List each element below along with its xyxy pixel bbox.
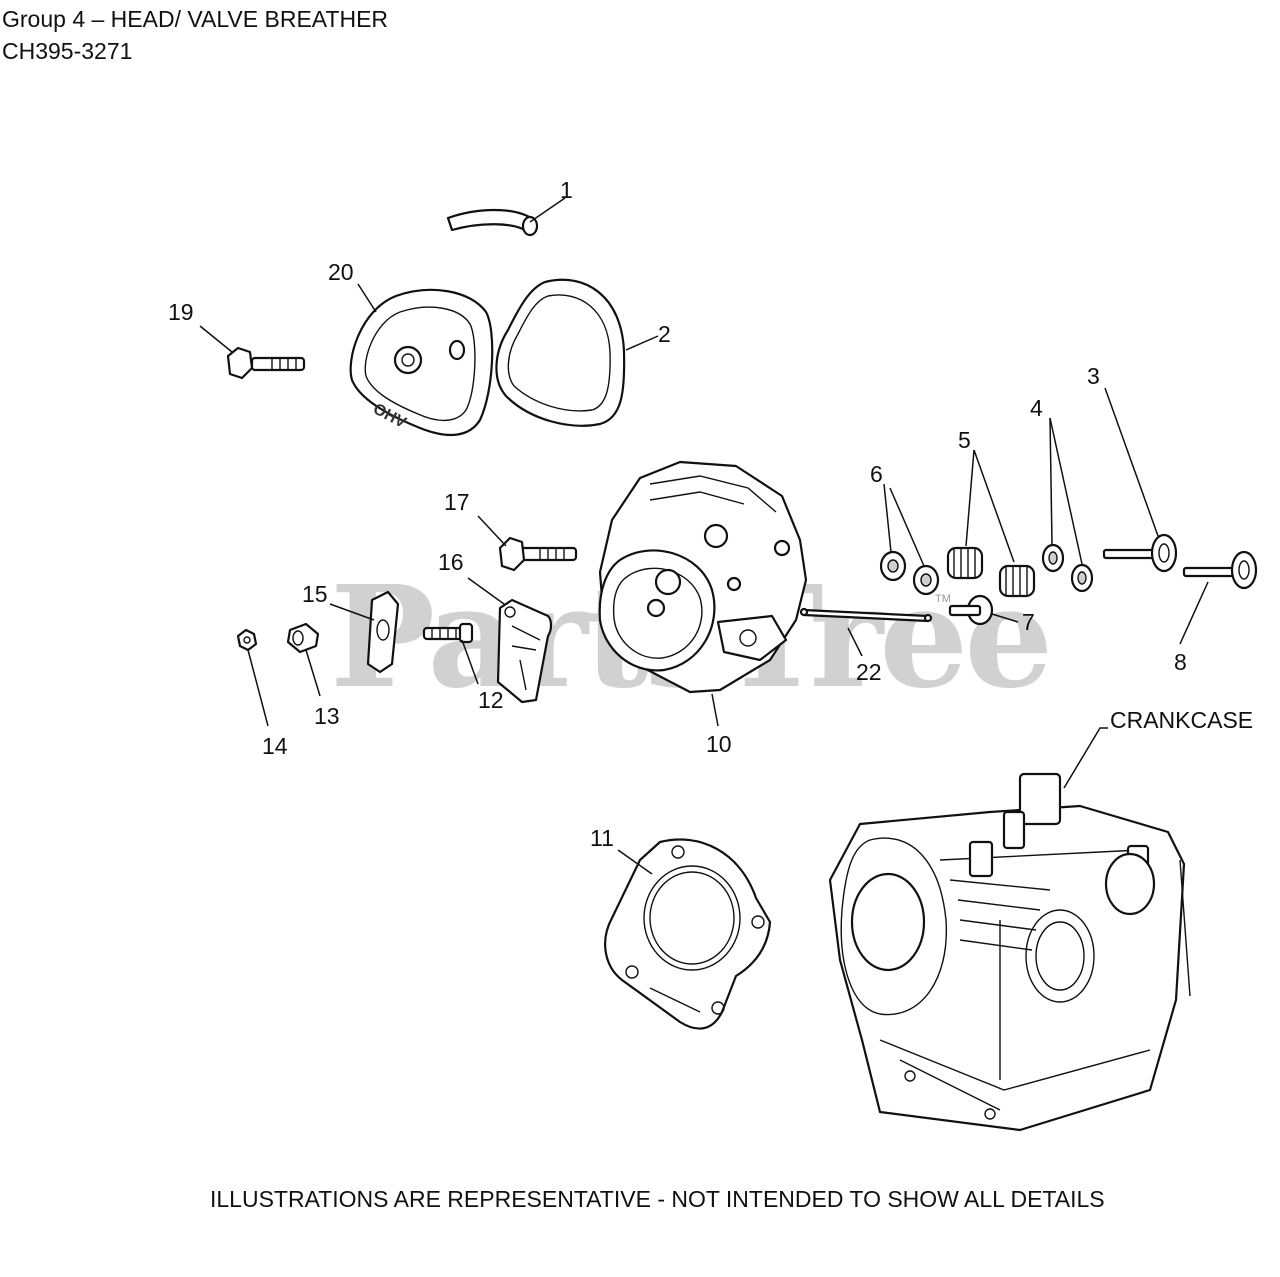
callout-5: 5 xyxy=(958,427,971,453)
disclaimer-footer: ILLUSTRATIONS ARE REPRESENTATIVE - NOT I… xyxy=(210,1186,1105,1212)
part-13-adjuster-nut[interactable] xyxy=(286,622,320,654)
callout-6: 6 xyxy=(870,461,883,487)
callout-11: 11 xyxy=(590,825,614,851)
diagram-title: Group 4 – HEAD/ VALVE BREATHER xyxy=(2,6,389,32)
callout-10: 10 xyxy=(706,731,732,757)
callout-crankcase: CRANKCASE xyxy=(1110,707,1253,733)
part-17-head-bolt[interactable] xyxy=(498,536,578,572)
callout-16: 16 xyxy=(438,549,464,575)
part-8-exhaust-valve[interactable] xyxy=(1182,550,1258,590)
part-15-rocker-arm[interactable] xyxy=(366,590,400,674)
callout-15: 15 xyxy=(302,581,328,607)
part-7-valve-cap[interactable] xyxy=(948,594,994,626)
callout-12: 12 xyxy=(478,687,504,713)
callout-2: 2 xyxy=(658,321,671,347)
part-12-rocker-stud[interactable] xyxy=(422,622,474,644)
callout-20: 20 xyxy=(328,259,354,285)
crankcase[interactable] xyxy=(828,772,1191,1132)
part-4-valve-keepers[interactable] xyxy=(1041,543,1094,593)
callout-8: 8 xyxy=(1174,649,1187,675)
part-19-cover-bolt[interactable] xyxy=(226,346,306,380)
callout-22: 22 xyxy=(856,659,882,685)
callout-19: 19 xyxy=(168,299,194,325)
part-1-breather-hose[interactable] xyxy=(446,208,539,237)
watermark-trademark: TM xyxy=(935,593,951,605)
model-number: CH395-3271 xyxy=(2,38,133,64)
callout-7: 7 xyxy=(1022,609,1035,635)
part-6-spring-retainers[interactable] xyxy=(879,550,940,596)
callout-17: 17 xyxy=(444,489,470,515)
callout-3: 3 xyxy=(1087,363,1100,389)
part-16-guide-plate[interactable] xyxy=(496,598,553,704)
callout-14: 14 xyxy=(262,733,288,759)
part-11-head-gasket[interactable] xyxy=(604,838,772,1030)
callout-4: 4 xyxy=(1030,395,1043,421)
callout-13: 13 xyxy=(314,703,340,729)
part-2-valve-cover-gasket[interactable] xyxy=(495,278,626,427)
part-20-valve-cover[interactable]: OHV xyxy=(349,288,494,436)
part-14-nut[interactable] xyxy=(236,628,258,652)
part-22-push-rod[interactable] xyxy=(799,607,933,623)
leader-lines xyxy=(199,197,1209,875)
part-5-valve-springs[interactable] xyxy=(946,546,1036,598)
part-3-intake-valve[interactable] xyxy=(1102,533,1178,573)
callout-1: 1 xyxy=(560,177,573,203)
part-10-cylinder-head[interactable] xyxy=(598,460,808,694)
